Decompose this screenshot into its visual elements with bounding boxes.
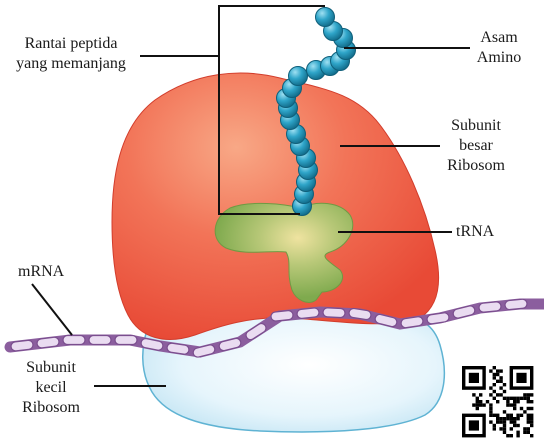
large-subunit-label-line-3: Ribosom (447, 157, 505, 174)
small-subunit (142, 309, 446, 433)
large-subunit-label-line-1: Subunit (451, 117, 501, 134)
amino-acid-label-line-1: Asam (480, 29, 518, 46)
large-subunit-label-line-2: besar (459, 137, 493, 154)
mrna-codon (478, 301, 502, 313)
trna (214, 202, 354, 303)
amino-acid-bead (315, 7, 335, 27)
large-subunit-label: Subunit besar Ribosom (436, 116, 516, 176)
mrna-codon (374, 313, 398, 328)
mrna-codon (322, 307, 346, 319)
mrna-codon (88, 334, 112, 346)
mrna-label: mRNA (18, 263, 65, 280)
leader-lines (31, 5, 470, 387)
small-subunit-label-line-3: Ribosom (22, 399, 80, 416)
mrna-codon (10, 339, 34, 352)
amino-acid-label: Asam Amino (466, 28, 532, 68)
mrna-leader (31, 283, 73, 336)
polypeptide-label-line-2: yang memanjang (16, 55, 126, 72)
qr-code-icon (460, 364, 536, 440)
mrna-codon (192, 344, 216, 358)
polypeptide-chain (276, 7, 356, 216)
polypeptide-label: Rantai peptida yang memanjang (2, 34, 140, 74)
polypeptide-label-line-1: Rantai peptida (24, 35, 118, 52)
mrna-codon (62, 334, 86, 346)
mrna-codon (36, 336, 60, 349)
small-subunit-label-line-1: Subunit (26, 359, 76, 376)
polypeptide-bracket (218, 5, 325, 215)
amino-acid-bead (288, 66, 308, 86)
amino-acid-label-line-2: Amino (476, 49, 522, 66)
mrna-codon (452, 305, 476, 319)
mrna-codon (426, 312, 450, 325)
mrna-strand (4, 298, 544, 358)
mrna-codon (400, 316, 424, 329)
mrna-codon (296, 307, 320, 319)
mrna-codon (245, 322, 267, 341)
mrna-codon (166, 342, 190, 355)
mrna-codon (114, 334, 138, 346)
mrna-codon (140, 338, 164, 351)
small-subunit-label-line-2: kecil (35, 379, 67, 396)
trna-label: tRNA (456, 223, 495, 240)
mrna-codon (270, 310, 294, 322)
mrna-codon (504, 298, 528, 311)
mrna-codon (348, 307, 372, 321)
small-subunit-label: Subunit kecil Ribosom (10, 358, 92, 418)
mrna-codon (218, 337, 242, 352)
